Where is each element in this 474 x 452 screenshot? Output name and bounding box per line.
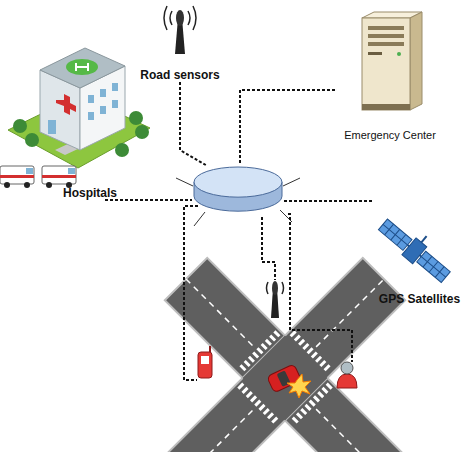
hospital-illustration	[48, 120, 56, 134]
antenna-icon	[272, 281, 278, 295]
antenna-icon	[267, 282, 284, 294]
antenna-icon	[164, 6, 196, 54]
intersection-illustration	[186, 279, 254, 347]
intersection-illustration	[287, 374, 311, 398]
hub-spoke	[280, 210, 292, 222]
antenna-icon	[267, 281, 284, 318]
phone-icon	[209, 346, 211, 352]
ambulance-icon	[24, 182, 30, 188]
server-icon	[368, 42, 404, 46]
ambulance-icon	[68, 168, 75, 174]
hub-spoke	[194, 212, 205, 226]
ambulance-icon	[42, 166, 76, 184]
intersection-illustration	[243, 336, 328, 421]
intersection-illustration	[186, 409, 254, 452]
intersection-illustration	[316, 279, 384, 347]
ambulance-icon	[0, 166, 76, 188]
intersection-illustration	[292, 333, 330, 371]
node-label: Road sensors	[140, 68, 219, 82]
hospital-illustration	[8, 48, 150, 168]
ambulance-icon	[0, 175, 34, 178]
satellite-icon	[421, 236, 426, 242]
hub-spoke	[283, 178, 300, 186]
hospital-illustration	[88, 112, 94, 120]
person-icon	[341, 362, 353, 374]
hospital-illustration	[66, 59, 98, 75]
hospital-illustration	[135, 125, 149, 139]
server-icon	[368, 26, 404, 30]
hub-spoke	[176, 178, 193, 186]
intersection-illustration	[316, 409, 384, 452]
hospital-node: Hospitals	[0, 28, 140, 200]
hospital-illustration	[100, 89, 106, 97]
sensor-node: Road sensors	[135, 0, 225, 82]
hospital-illustration	[112, 83, 118, 91]
node-label: Emergency Center	[344, 128, 436, 142]
intersection-illustration	[165, 258, 405, 452]
server-icon	[362, 12, 422, 110]
ambulance-icon	[0, 166, 34, 184]
server-icon	[397, 52, 401, 56]
hospital-illustration	[88, 95, 94, 103]
hub-disc	[192, 165, 284, 217]
dashed-link	[105, 199, 192, 201]
intersection-illustration	[167, 260, 403, 452]
dashed-link	[284, 200, 372, 202]
intersection-illustration	[165, 258, 405, 452]
ambulance-icon	[42, 175, 76, 178]
intersection-illustration	[165, 258, 405, 452]
phone-icon	[201, 356, 209, 364]
dashed-wire	[288, 214, 352, 362]
server-icon	[362, 104, 410, 110]
hospital-illustration	[56, 94, 76, 115]
hospital-illustration	[76, 63, 88, 71]
hospital-illustration	[115, 143, 129, 157]
server-icon	[368, 52, 382, 55]
antenna-icon	[176, 10, 184, 26]
hospital-illustration	[100, 106, 106, 114]
dashed-link	[240, 90, 335, 165]
phone-icon	[198, 346, 212, 378]
intersection-illustration	[165, 258, 405, 452]
hospital-illustration	[112, 100, 118, 108]
center-node: Emergency Center	[335, 10, 445, 142]
intersection-illustration	[240, 385, 278, 423]
hub-top	[194, 167, 282, 197]
hospital-illustration	[40, 48, 125, 88]
ambulance-icon	[26, 168, 33, 174]
hospital-illustration	[13, 119, 27, 133]
intersection-illustration	[240, 333, 278, 371]
dashed-wire	[262, 217, 275, 280]
server-icon	[410, 12, 422, 110]
ambulance-icon	[46, 182, 52, 188]
server-icon	[362, 18, 410, 110]
dashed-link	[180, 82, 206, 165]
network-hub	[192, 165, 284, 217]
ambulance-icon	[4, 182, 10, 188]
phone-icon	[198, 352, 212, 378]
intersection-illustration	[243, 336, 328, 421]
dashed-wire	[184, 206, 352, 380]
antenna-icon	[164, 6, 196, 30]
intersection-illustration	[165, 258, 405, 452]
person-icon	[337, 362, 357, 388]
node-label: GPS Satellites	[379, 292, 460, 306]
hospital-illustration	[129, 111, 143, 125]
satellite-node: GPS Satellites	[372, 195, 467, 306]
node-label: Hospitals	[63, 186, 117, 200]
satellite-icon	[378, 219, 450, 282]
dashed-wire	[184, 206, 198, 380]
satellite-icon	[376, 210, 458, 286]
intersection-illustration	[167, 260, 403, 452]
hospital-illustration	[25, 133, 39, 147]
person-icon	[337, 374, 357, 388]
server-icon	[368, 34, 404, 38]
